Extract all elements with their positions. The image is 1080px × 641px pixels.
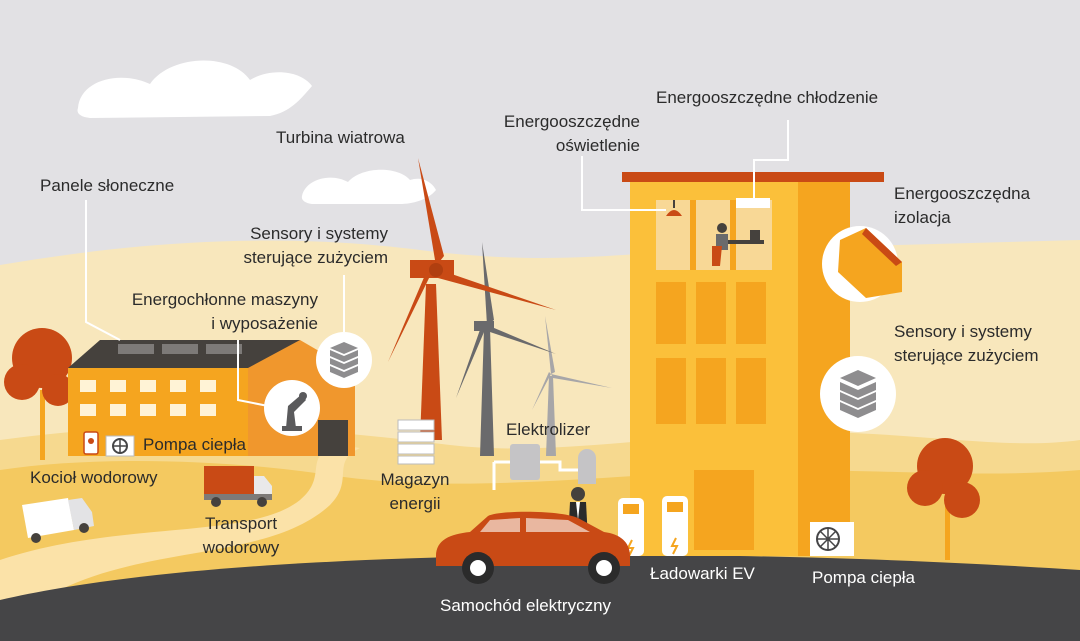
cloud-small — [301, 169, 436, 204]
label-electric-car: Samochód elektryczny — [440, 596, 612, 615]
electrolyzer-icon — [492, 444, 596, 490]
label-sensors-right-line2: sterujące zużyciem — [894, 346, 1039, 365]
label-energy-storage: Magazyn energii — [360, 468, 470, 516]
wind-turbine-grey — [456, 242, 556, 456]
label-solar-panels: Panele słoneczne — [40, 176, 175, 195]
hydrogen-boiler-icon — [83, 431, 99, 455]
label-heat-pump-left: Pompa ciepła — [143, 435, 247, 454]
tree-left — [4, 328, 74, 460]
wind-turbine-orange — [388, 158, 556, 440]
label-efficient-insulation-line1: Energooszczędna — [894, 184, 1031, 203]
hydrogen-truck-icon — [204, 466, 272, 507]
label-machines: Energochłonne maszyny i wyposażenie — [96, 288, 318, 336]
electric-car-icon — [436, 511, 630, 584]
label-energy-storage-line1: Magazyn — [380, 470, 450, 489]
label-sensors-right: Sensory i systemy sterujące zużyciem — [894, 320, 1039, 368]
label-electrolyzer: Elektrolizer — [506, 420, 591, 439]
label-efficient-lighting-line1: Energooszczędne — [503, 112, 640, 131]
label-sensors-left-line2: sterujące zużyciem — [243, 248, 388, 267]
person-at-desk-icon — [712, 223, 764, 266]
ev-charger-2-icon — [662, 496, 688, 556]
label-efficient-insulation: Energooszczędna izolacja — [894, 182, 1030, 230]
label-wind-turbine: Turbina wiatrowa — [276, 128, 405, 147]
label-sensors-left: Sensory i systemy sterujące zużyciem — [198, 222, 388, 270]
lamp-icon — [666, 200, 682, 216]
label-machines-line1: Energochłonne maszyny — [131, 290, 318, 309]
tree-right — [907, 438, 980, 560]
winding-road — [0, 445, 360, 610]
label-efficient-lighting: Energooszczędne oświetlenie — [470, 110, 640, 158]
label-sensors-left-line1: Sensory i systemy — [250, 224, 388, 243]
heat-pump-icon — [810, 522, 854, 556]
label-efficient-cooling: Energooszczędne chłodzenie — [656, 88, 879, 107]
road — [0, 555, 1080, 641]
air-conditioner-icon — [736, 198, 770, 208]
label-heat-pump-right: Pompa ciepła — [812, 568, 916, 587]
delivery-truck-icon — [22, 498, 94, 543]
wind-turbine-grey-far — [532, 316, 612, 456]
label-efficient-insulation-line2: izolacja — [894, 208, 951, 227]
label-hydrogen-transport-line2: wodorowy — [202, 538, 280, 557]
battery-storage-icon — [397, 419, 435, 465]
connector-lines-left — [85, 200, 345, 407]
label-hydrogen-boiler: Kocioł wodorowy — [30, 468, 158, 487]
label-ev-chargers: Ładowarki EV — [650, 564, 755, 583]
sensor-stack-icon-left — [316, 332, 372, 388]
label-sensors-right-line1: Sensory i systemy — [894, 322, 1032, 341]
connector-lines-right — [581, 120, 789, 211]
label-energy-storage-line2: energii — [389, 494, 441, 513]
insulation-icon — [822, 226, 902, 302]
label-efficient-lighting-line2: oświetlenie — [555, 136, 640, 155]
heat-pump-small-icon — [105, 435, 135, 457]
sensor-stack-icon-right — [820, 356, 896, 432]
label-hydrogen-transport: Transport wodorowy — [176, 512, 306, 560]
robot-arm-icon — [264, 380, 320, 436]
label-machines-line2: i wyposażenie — [211, 314, 318, 333]
label-hydrogen-transport-line1: Transport — [204, 514, 278, 533]
cloud-large — [77, 60, 312, 118]
